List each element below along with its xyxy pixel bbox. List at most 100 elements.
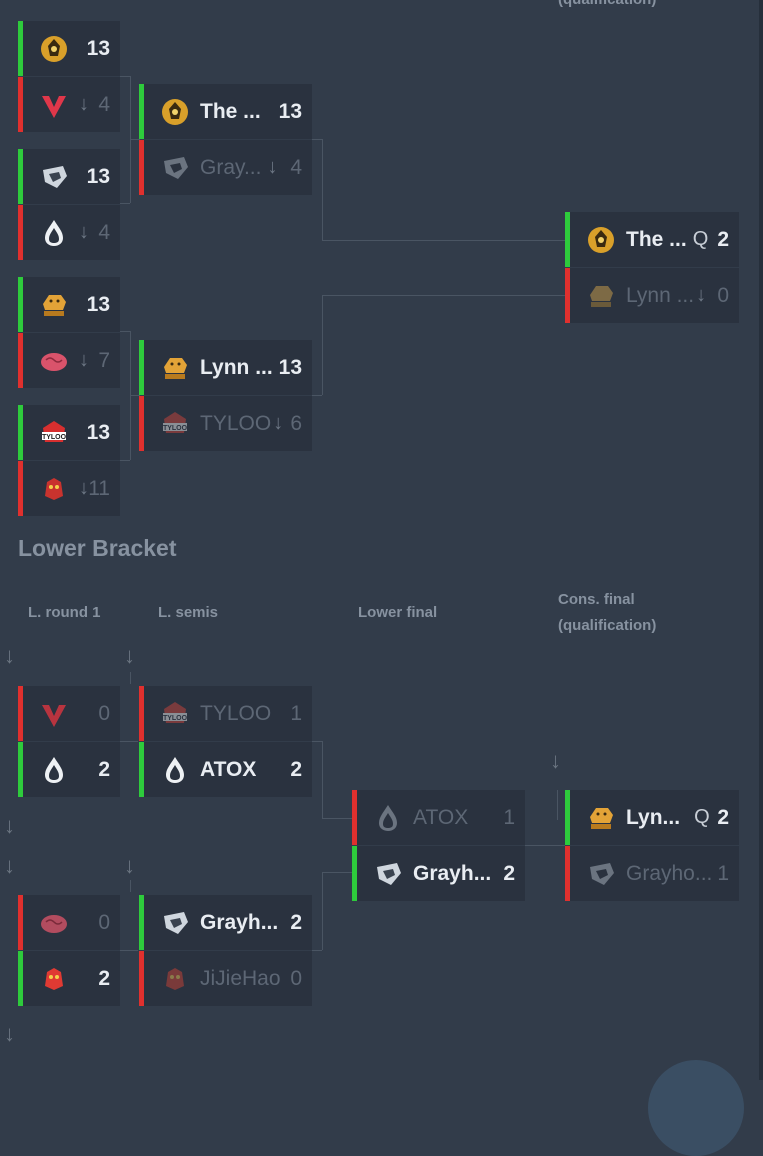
connector-line	[557, 790, 558, 820]
arrow-down-icon: ↓	[79, 349, 89, 371]
red-v-icon	[39, 699, 69, 729]
team-row[interactable]: 2	[18, 951, 120, 1006]
arrow-down-icon: ↓	[124, 853, 135, 878]
connector-line	[322, 139, 323, 240]
team-row[interactable]: Lynn ... ↓ 0	[565, 268, 739, 323]
connector-line	[322, 818, 352, 819]
team-row[interactable]: TYLOO TYLOO ↓ 6	[139, 396, 312, 451]
score: 13	[86, 164, 110, 188]
lower-bracket-title: Lower Bracket	[18, 535, 177, 561]
qualified-badge: Q	[694, 806, 710, 828]
svg-text:TYLOO: TYLOO	[42, 434, 67, 441]
team-name: Grayh...	[200, 910, 279, 934]
connector-line	[312, 950, 322, 951]
connector-line	[525, 845, 565, 846]
team-row[interactable]: The ... 13	[139, 84, 312, 139]
header-cons-final: Cons. final	[558, 591, 635, 608]
score: 0	[717, 283, 729, 307]
connector-line	[130, 672, 131, 684]
team-row[interactable]: Grayh... 2	[352, 846, 525, 901]
floating-action-button[interactable]	[648, 1060, 744, 1156]
score: 4	[98, 92, 110, 116]
connector-line	[322, 240, 565, 241]
connector-line	[120, 76, 130, 77]
brain-icon	[39, 346, 69, 376]
team-row[interactable]: 13	[18, 149, 120, 204]
score: 2	[98, 757, 110, 781]
team-name: TYLOO	[200, 411, 272, 435]
connector-line	[120, 203, 130, 204]
tyloo-icon: TYLOO	[39, 418, 69, 448]
grayhound-icon	[586, 859, 616, 889]
team-row[interactable]: 13	[18, 21, 120, 76]
tyloo-icon: TYLOO	[160, 409, 190, 439]
team-row[interactable]: Gray... ↓ 4	[139, 140, 312, 195]
team-row[interactable]: TYLOO 13	[18, 405, 120, 460]
score: 2	[98, 966, 110, 990]
team-row[interactable]: TYLOO TYLOO 1	[139, 686, 312, 741]
grayhound-icon	[373, 859, 403, 889]
qualified-badge: Q	[692, 228, 709, 250]
arrow-down-icon: ↓	[79, 93, 89, 115]
score: 0	[98, 910, 110, 934]
header-lower-final: Lower final	[358, 604, 438, 621]
team-row[interactable]: 2	[18, 742, 120, 797]
score: 4	[98, 220, 110, 244]
page-scrollbar[interactable]	[759, 0, 763, 1080]
team-row[interactable]: 0	[18, 686, 120, 741]
arrow-down-icon: ↓	[273, 412, 284, 434]
team-row[interactable]: ↓ 11	[18, 461, 120, 516]
score: 1	[717, 861, 729, 885]
team-row[interactable]: Grayh... 2	[139, 895, 312, 950]
connector-line	[120, 460, 130, 461]
score: 2	[503, 861, 515, 885]
team-name: Lyn...	[626, 805, 681, 829]
score: 2	[717, 805, 729, 829]
team-name: Grayh...	[413, 861, 492, 885]
jijiehao-icon	[39, 474, 69, 504]
team-row[interactable]: The ... Q 2	[565, 212, 739, 267]
team-row[interactable]: ↓ 4	[18, 205, 120, 260]
lynn-vision-icon	[160, 353, 190, 383]
team-name: ATOX	[413, 805, 469, 829]
connector-line	[322, 872, 352, 873]
connector-line	[312, 741, 322, 742]
team-row[interactable]: 13	[18, 277, 120, 332]
connector-line	[120, 741, 138, 742]
score: 0	[98, 701, 110, 725]
team-name: Grayho...	[626, 861, 713, 885]
score: 7	[98, 348, 110, 372]
red-v-icon	[39, 90, 69, 120]
team-row[interactable]: JiJieHao 0	[139, 951, 312, 1006]
atox-flame-icon	[373, 803, 403, 833]
team-row[interactable]: ↓ 7	[18, 333, 120, 388]
grayhound-icon	[39, 162, 69, 192]
lynn-vision-icon	[586, 281, 616, 311]
team-row[interactable]: ATOX 1	[352, 790, 525, 845]
team-row[interactable]: ATOX 2	[139, 742, 312, 797]
arrow-down-icon: ↓	[4, 853, 15, 878]
arrow-down-icon: ↓	[4, 813, 15, 838]
team-name: JiJieHao	[200, 966, 281, 990]
mongolz-icon	[39, 34, 69, 64]
connector-line	[120, 331, 130, 332]
header-l-semis: L. semis	[158, 604, 219, 621]
team-row[interactable]: 0	[18, 895, 120, 950]
connector-line	[130, 880, 131, 892]
team-row[interactable]: Grayho... 1	[565, 846, 739, 901]
team-row[interactable]: ↓ 4	[18, 77, 120, 132]
atox-flame-icon	[39, 755, 69, 785]
team-row[interactable]: Lyn... Q 2	[565, 790, 739, 845]
connector-line	[322, 295, 565, 296]
team-row[interactable]: Lynn ... 13	[139, 340, 312, 395]
connector-line	[312, 395, 322, 396]
score: 13	[86, 292, 110, 316]
team-name: Lynn ...	[200, 355, 273, 379]
connector-line	[322, 872, 323, 950]
score: 2	[717, 227, 729, 251]
connector-line	[120, 950, 138, 951]
header-cons-final-qualification: (qualification)	[558, 617, 657, 634]
score: 13	[86, 420, 110, 444]
score: 6	[290, 411, 302, 435]
arrow-down-icon: ↓	[4, 643, 15, 668]
